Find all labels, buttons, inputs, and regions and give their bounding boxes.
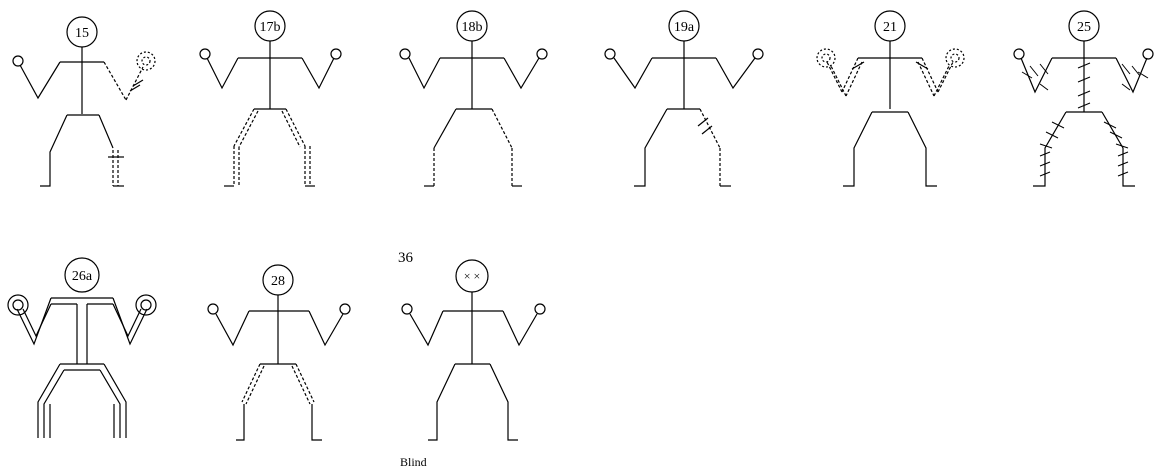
figure-label: 15 [75, 26, 89, 41]
figure-26a: 26a [7, 257, 157, 438]
figure-caption: Blind [400, 455, 427, 469]
figure-15: 15 [12, 16, 156, 187]
figure-19a: 19a [604, 10, 764, 187]
figure-36-blind: 36 × × Blind [398, 250, 546, 469]
figure-label: 17b [260, 20, 281, 35]
figure-25: 25 [1013, 10, 1154, 187]
figure-label: 25 [1077, 20, 1091, 35]
x-eyes-icon: × × [464, 269, 481, 283]
figure-label: 19a [674, 20, 695, 35]
figure-label: 18b [462, 20, 483, 35]
figure-18b: 18b [399, 10, 548, 187]
figure-21: 21 [816, 10, 965, 187]
figure-28: 28 [207, 264, 351, 441]
figure-label: 21 [883, 20, 897, 35]
figure-number: 36 [398, 250, 414, 266]
figure-17b: 17b [199, 10, 342, 187]
figure-label: 26a [72, 269, 93, 284]
figure-label: 28 [271, 274, 285, 289]
